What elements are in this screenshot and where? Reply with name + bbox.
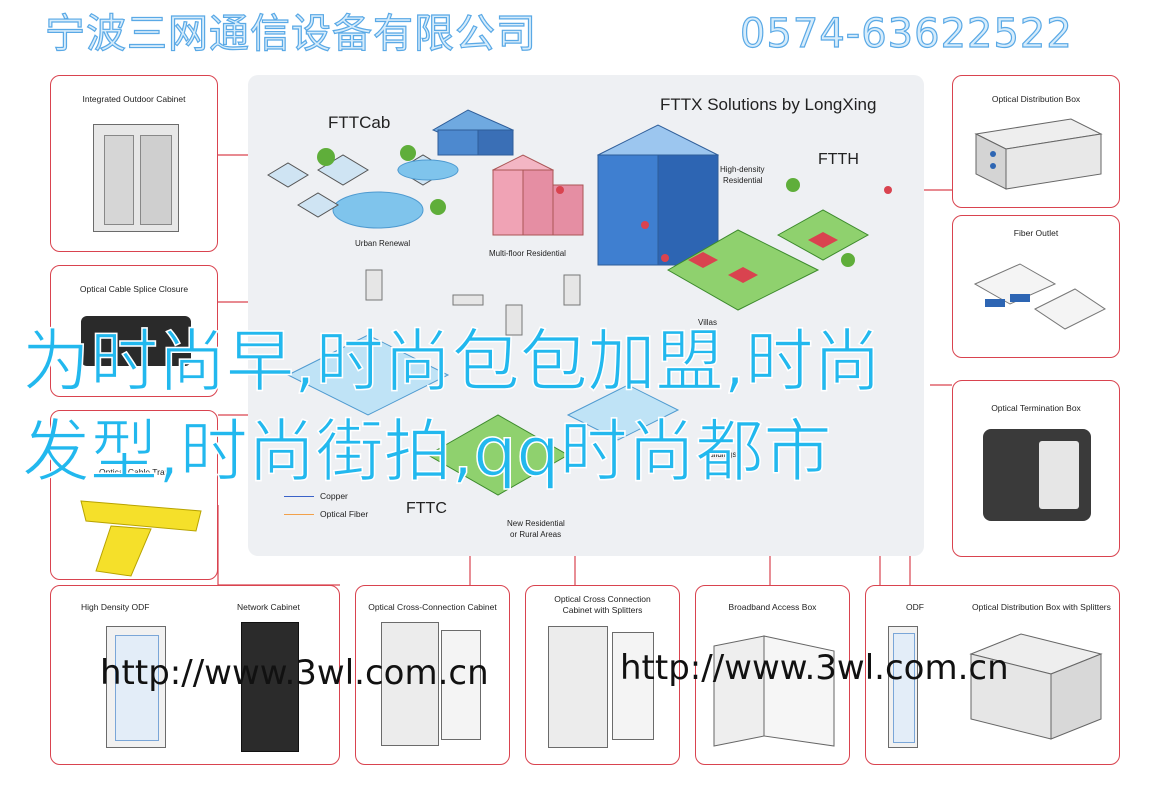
optical-cable-splice-closure-card[interactable]: Optical Cable Splice Closure — [50, 265, 218, 397]
high-density-scene — [596, 124, 720, 266]
splice-closure-image — [81, 316, 191, 366]
overlay-text-line1: 为时尚早,时尚包包加盟,时尚 — [21, 322, 882, 403]
odf-distribution-splitters-card[interactable]: ODF Optical Distribution Box with Splitt… — [865, 585, 1120, 765]
multi-floor-scene — [491, 154, 584, 236]
connector-nodes — [556, 186, 892, 262]
fttcab-label: FTTCab — [328, 113, 391, 132]
cross-connection-door — [441, 630, 481, 740]
fttc-label: FTTC — [406, 500, 447, 517]
broadband-access-box-label: Broadband Access Box — [728, 602, 817, 612]
rural-areas-label: or Rural Areas — [510, 530, 562, 539]
cross-connection-cabinet-image — [381, 622, 439, 746]
high-density-label: High-density — [720, 165, 765, 174]
urban-renewal-label: Urban Renewal — [355, 239, 411, 248]
fiber-outlet-card[interactable]: Fiber Outlet — [952, 215, 1120, 358]
optical-distribution-box-card[interactable]: Optical Distribution Box — [952, 75, 1120, 208]
fttx-diagram-panel: FTTX Solutions by LongXing FTTCab FTTH F… — [248, 75, 924, 556]
high-density-odf-image — [106, 626, 166, 748]
new-residential-label: New Residential — [507, 519, 565, 528]
fiber-outlet-label: Fiber Outlet — [1013, 228, 1059, 238]
fiber-legend-swatch — [284, 514, 314, 515]
copper-legend-label: Copper — [320, 491, 348, 501]
network-cabinet-image — [241, 622, 299, 752]
distribution-box-image — [974, 118, 1103, 190]
optical-termination-box-card[interactable]: Optical Termination Box — [952, 380, 1120, 557]
copper-legend-swatch — [284, 496, 314, 497]
ftth-label: FTTH — [818, 151, 859, 168]
broadband-access-box-card[interactable]: Broadband Access Box — [695, 585, 850, 765]
cross-connection-splitters-label-2: Cabinet with Splitters — [562, 605, 643, 615]
integrated-outdoor-cabinet-card[interactable]: Integrated Outdoor Cabinet — [50, 75, 218, 252]
distribution-splitters-image — [969, 633, 1103, 740]
residential-label: Residential — [723, 176, 763, 185]
company-phone: 0574-63622522 — [739, 10, 1073, 57]
network-illustration — [267, 109, 892, 496]
blue-complex-scene — [397, 109, 515, 181]
watermark-url-right: http://www.3wl.com.cn — [620, 648, 1009, 688]
villas-label: Villas — [698, 318, 717, 327]
urban-renewal-scene — [267, 145, 449, 229]
diagram-title: FTTX Solutions by LongXing — [660, 95, 877, 114]
odf-label: ODF — [906, 602, 924, 612]
odf-rack-image — [888, 626, 918, 748]
fiber-outlet-image — [973, 263, 1106, 330]
cross-connection-cabinet-label: Optical Cross-Connection Cabinet — [368, 602, 497, 612]
cable-tray-image — [80, 500, 202, 577]
termination-box-label: Optical Termination Box — [991, 403, 1081, 413]
splitters-cabinet-door — [612, 632, 654, 740]
watermark-url-left: http://www.3wl.com.cn — [100, 653, 489, 693]
termination-box-image — [983, 429, 1091, 521]
fttc-scene — [286, 334, 680, 496]
network-cabinet-label: Network Cabinet — [237, 602, 300, 612]
integrated-outdoor-cabinet-label: Integrated Outdoor Cabinet — [82, 94, 186, 104]
cross-connection-splitters-card[interactable]: Optical Cross Connection Cabinet with Sp… — [525, 585, 680, 765]
buildings-label: Buildings — [704, 450, 737, 459]
equipment-boxes — [365, 269, 581, 336]
optical-cross-connection-cabinet-card[interactable]: Optical Cross-Connection Cabinet — [355, 585, 510, 765]
broadband-access-box-image — [713, 635, 835, 747]
cross-connection-splitters-label-1: Optical Cross Connection — [554, 594, 651, 604]
fiber-legend-label: Optical Fiber — [320, 509, 369, 519]
villas-scene — [666, 178, 870, 311]
optical-cable-tray-card[interactable]: Optical Cable Tray — [50, 410, 218, 580]
splice-closure-label: Optical Cable Splice Closure — [79, 284, 189, 294]
company-name: 宁波三网通信设备有限公司 — [44, 10, 537, 57]
high-density-odf-label: High Density ODF — [81, 602, 150, 612]
distribution-box-label: Optical Distribution Box — [991, 94, 1081, 104]
distribution-box-splitters-label: Optical Distribution Box with Splitters — [972, 602, 1111, 612]
splitters-cabinet-image — [548, 626, 608, 748]
outdoor-cabinet-image — [93, 124, 179, 232]
multi-floor-label: Multi-floor Residential — [489, 249, 566, 258]
odf-network-cabinet-card[interactable]: High Density ODF Network Cabinet — [50, 585, 340, 765]
cable-tray-label: Optical Cable Tray — [99, 467, 169, 477]
overlay-text-line2: 发型,时尚街拍,qq时尚都市 — [21, 412, 832, 493]
